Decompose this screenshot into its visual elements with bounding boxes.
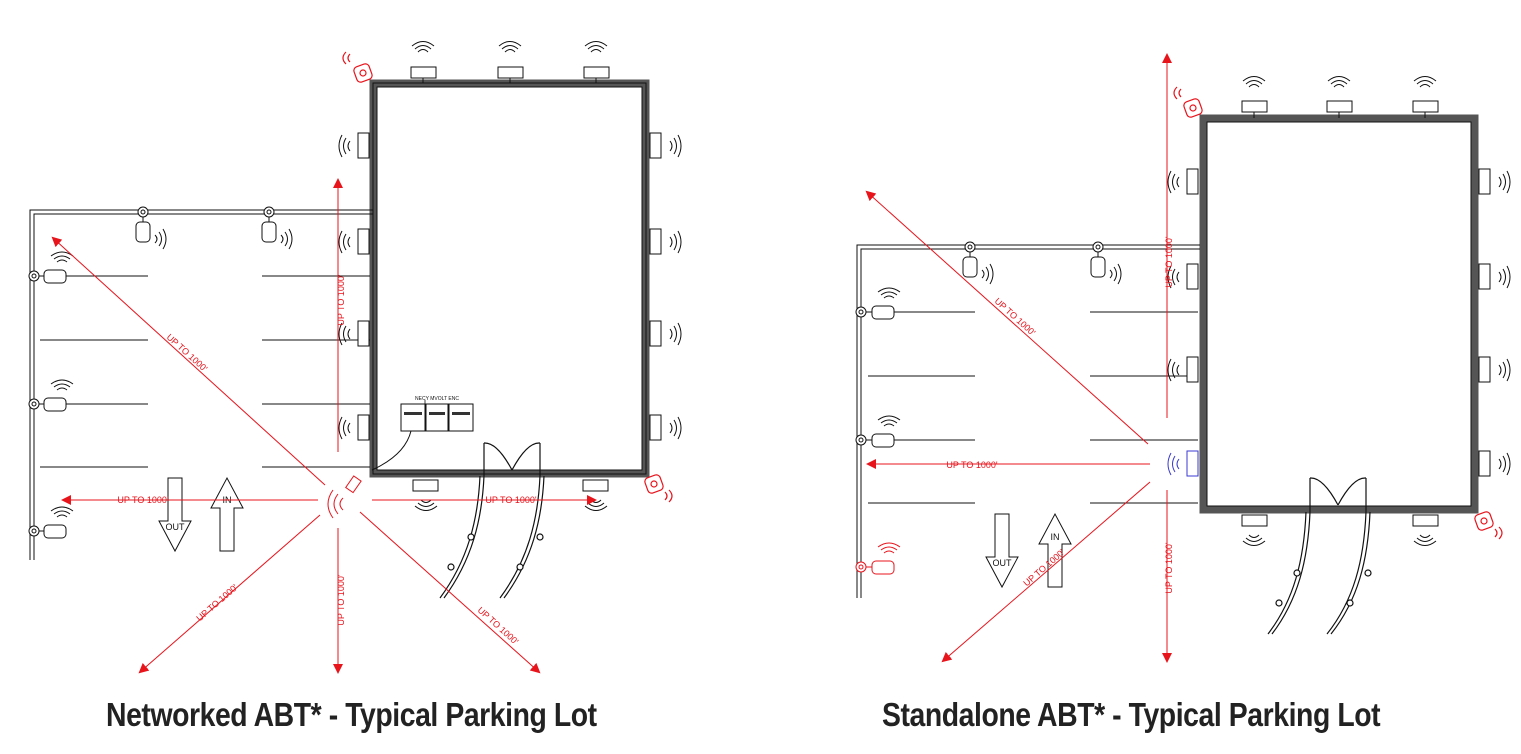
out-label: OUT	[166, 522, 186, 532]
gateway-device	[327, 475, 362, 519]
range-label-down-right: UP TO 1000'	[476, 605, 521, 647]
standalone-caption: Standalone ABT* - Typical Parking Lot	[882, 696, 1381, 733]
red-sensor-units	[342, 51, 673, 503]
range-label-up: UP TO 1000'	[336, 274, 346, 326]
building-entrance	[483, 442, 541, 476]
driveway	[439, 475, 545, 599]
side-pole-fixtures	[28, 251, 74, 539]
standalone-diagram: OUT IN UP TO 1000' UP TO 1000' UP TO 100…	[855, 53, 1511, 663]
pole-fixtures	[962, 241, 1122, 285]
gateway-signal-icon	[1167, 452, 1180, 476]
electrical-enclosure: NECY MVOLT ENC	[371, 396, 474, 471]
range-arrows	[865, 53, 1172, 663]
range-label-up: UP TO 1000'	[1164, 236, 1174, 288]
networked-caption: Networked ABT* - Typical Parking Lot	[106, 696, 597, 733]
lot-boundary	[29, 209, 373, 560]
out-label: OUT	[993, 558, 1013, 568]
red-sensor-units	[1173, 86, 1503, 540]
in-label: IN	[1051, 532, 1060, 542]
traffic-arrows	[985, 512, 1072, 589]
wireless-signal-icon	[338, 41, 682, 511]
building	[1199, 114, 1479, 514]
range-label-up-left: UP TO 1000'	[165, 332, 210, 374]
lot-boundary	[856, 244, 1200, 598]
building-entrance	[1309, 477, 1367, 512]
range-label-up-left: UP TO 1000'	[993, 296, 1038, 338]
parking-stalls	[40, 275, 370, 468]
enclosure-label: NECY MVOLT ENC	[415, 396, 459, 402]
networked-diagram: NECY MVOLT ENC O	[28, 41, 682, 674]
range-label-down: UP TO 1000'	[1164, 542, 1174, 594]
wall-fixtures	[1186, 100, 1491, 527]
red-pole-fixture	[855, 542, 901, 575]
range-label-left: UP TO 1000'	[946, 460, 998, 470]
wall-fixtures	[357, 66, 662, 492]
range-label-down-left: UP TO 1000'	[194, 582, 239, 623]
range-label-down: UP TO 1000'	[336, 574, 346, 626]
range-arrows	[51, 178, 597, 674]
driveway	[1267, 511, 1372, 635]
wireless-signal-icon	[1167, 76, 1511, 546]
range-label-left: UP TO 1000'	[117, 495, 169, 505]
traffic-arrows	[158, 476, 244, 553]
range-label-right: UP TO 1000'	[485, 495, 537, 505]
side-pole-fixtures	[855, 287, 901, 448]
pole-fixtures	[135, 206, 293, 250]
